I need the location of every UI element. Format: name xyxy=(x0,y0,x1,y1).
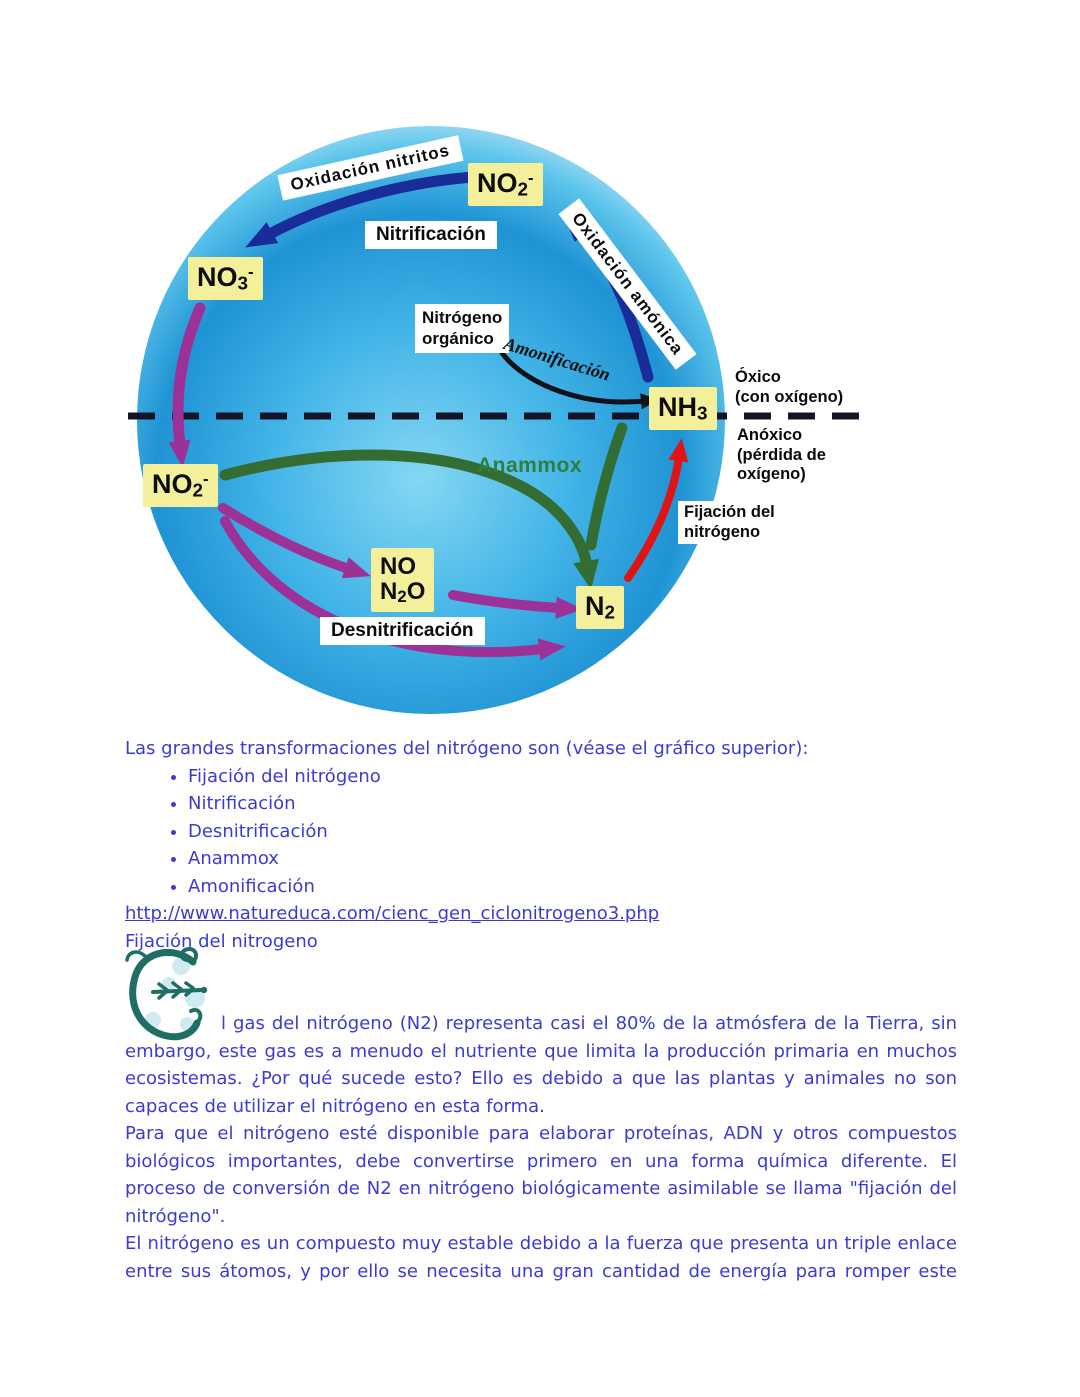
label-no3: NO3- xyxy=(188,257,263,301)
nitrogen-cycle-figure: Oxidación nitritos Oxidación amónica Nit… xyxy=(128,125,876,727)
transformation-item: Nitrificación xyxy=(188,790,957,818)
paragraph-fijacion-2: Para que el nitrógeno esté disponible pa… xyxy=(125,1123,957,1227)
transformation-item: Amonificación xyxy=(188,873,957,901)
arrow-no2-to-no xyxy=(218,503,371,579)
cycle-arrows-svg xyxy=(128,126,861,714)
label-no2-top: NO2- xyxy=(468,163,543,207)
arrow-anammox-branch-nh3 xyxy=(585,422,628,551)
arrow-oxidacion-nitritos xyxy=(245,171,479,248)
arrow-fijacion-nitrogeno xyxy=(624,438,689,582)
arrow-no3-to-no2 xyxy=(168,302,206,468)
transformation-item: Fijación del nitrógeno xyxy=(188,763,957,791)
label-oxico: Óxico (con oxígeno) xyxy=(735,368,844,406)
transformation-item: Anammox xyxy=(188,845,957,873)
label-anammox: Anammox xyxy=(477,454,583,477)
label-nh3: NH3 xyxy=(649,387,717,431)
body-text: Las grandes transformaciones del nitróge… xyxy=(125,735,957,1285)
label-nitrificacion: Nitrificación xyxy=(365,221,497,249)
intro-paragraph: Las grandes transformaciones del nitróge… xyxy=(125,738,809,759)
transformations-list: Fijación del nitrógeno Nitrificación Des… xyxy=(125,763,957,901)
section-subheading: Fijación del nitrogeno xyxy=(125,930,318,952)
drop-cap-ornament xyxy=(123,944,215,1042)
arrow-anammox-main xyxy=(219,449,599,590)
arrow-n2o-to-n2 xyxy=(448,590,583,619)
label-desnitrificacion: Desnitrificación xyxy=(320,617,485,645)
label-nitrogeno-organico: Nitrógeno orgánico xyxy=(415,304,510,353)
paragraph-with-dropcap: l gas del nitrógeno (N2) representa casi… xyxy=(125,947,957,1120)
label-no2-left: NO2- xyxy=(143,464,218,508)
paragraph-fijacion-1: l gas del nitrógeno (N2) representa casi… xyxy=(125,1013,957,1117)
transformation-item: Desnitrificación xyxy=(188,818,957,846)
ornamental-initial-icon xyxy=(125,947,208,1041)
paragraph-fijacion-3: El nitrógeno es un compuesto muy estable… xyxy=(125,1233,957,1282)
label-fijacion-nitrogeno: Fijación del nitrógeno xyxy=(678,501,781,544)
source-link[interactable]: http://www.natureduca.com/cienc_gen_cicl… xyxy=(125,903,660,924)
label-n2: N2 xyxy=(576,586,625,630)
label-anoxico: Anóxico (pérdida de oxígeno) xyxy=(737,426,826,483)
label-no-n2o: NO N2O xyxy=(371,548,435,612)
arrow-amonificacion xyxy=(499,350,659,410)
